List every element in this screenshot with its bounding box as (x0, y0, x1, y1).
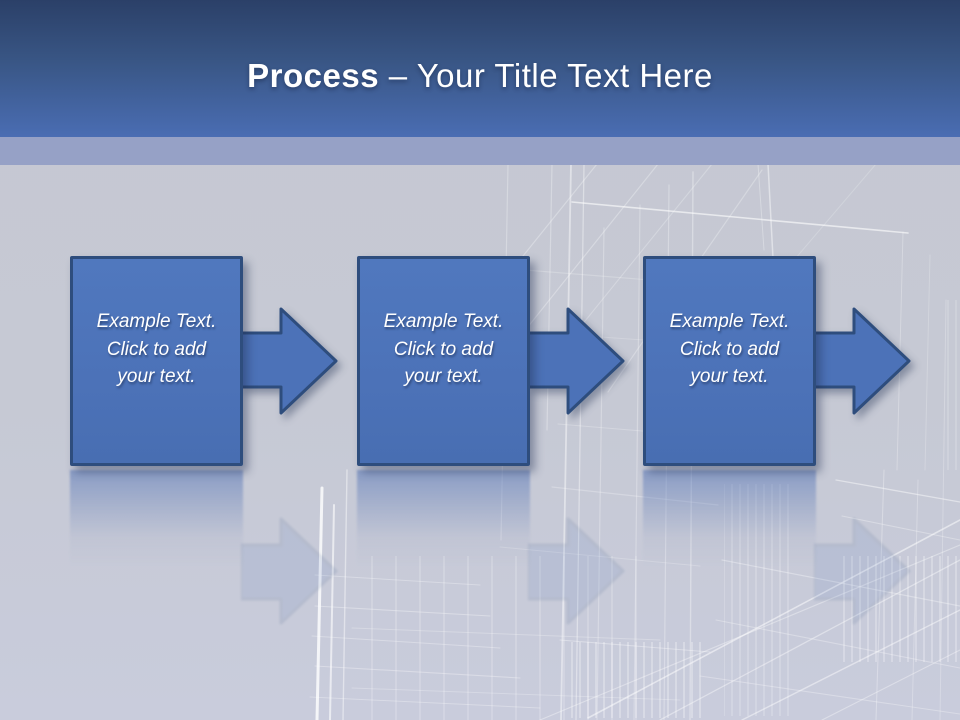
box-text-line: Click to add (106, 338, 207, 360)
arrow-right-icon (528, 307, 625, 415)
arrow-right-icon (241, 307, 338, 415)
arrow-reflection (814, 517, 911, 625)
slide-header: Process – Your Title Text Here (0, 0, 960, 137)
box-text-line: your text. (690, 366, 769, 387)
arrow-right-icon (814, 307, 911, 415)
header-accent-band (0, 137, 960, 165)
box-text-line: your text. (117, 366, 196, 387)
process-box[interactable]: Example Text. Click to add your text. (357, 256, 530, 466)
box-text-line: Example Text. (96, 311, 217, 332)
box-text-line: Click to add (393, 338, 494, 360)
process-step-1: Example Text. Click to add your text. (70, 256, 410, 656)
process-box-text: Example Text. Click to add your text. (646, 259, 813, 391)
arrow-reflection (528, 517, 625, 625)
page-title: Process – Your Title Text Here (247, 43, 713, 95)
process-box-text: Example Text. Click to add your text. (73, 259, 240, 391)
box-text-line: Example Text. (383, 311, 504, 332)
title-rest: – Your Title Text Here (379, 56, 713, 94)
process-box[interactable]: Example Text. Click to add your text. (643, 256, 816, 466)
process-box-text: Example Text. Click to add your text. (360, 259, 527, 391)
arrow-reflection (241, 517, 338, 625)
box-reflection (70, 470, 243, 566)
box-reflection (643, 470, 816, 566)
box-text-line: your text. (404, 366, 483, 387)
process-step-2: Example Text. Click to add your text. (357, 256, 697, 656)
box-reflection (357, 470, 530, 566)
box-text-line: Example Text. (669, 311, 790, 332)
title-emphasis: Process (247, 56, 380, 94)
box-text-line: Click to add (679, 338, 780, 360)
process-step-3: Example Text. Click to add your text. (643, 256, 960, 656)
process-box[interactable]: Example Text. Click to add your text. (70, 256, 243, 466)
